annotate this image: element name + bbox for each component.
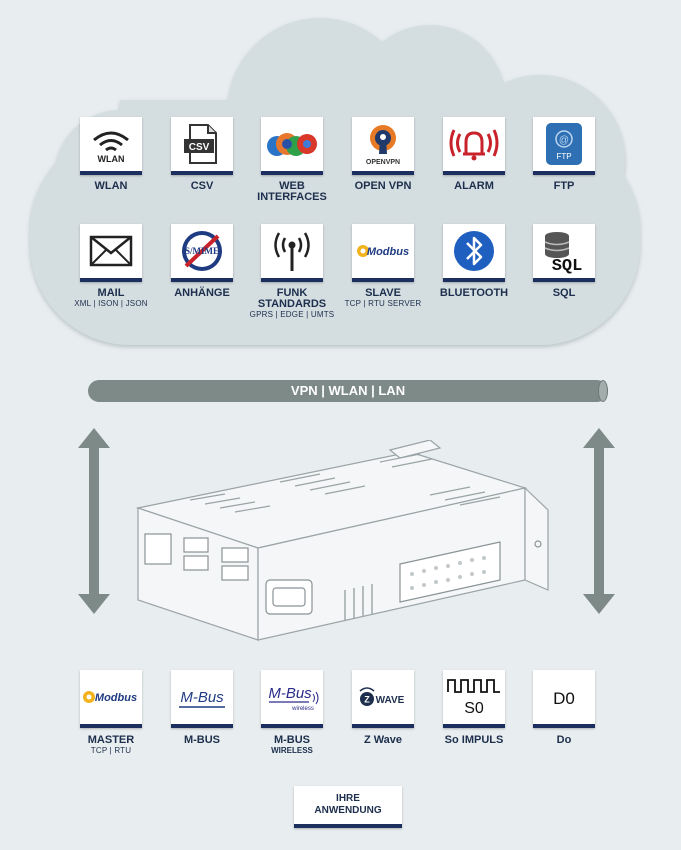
svg-text:WAVE: WAVE bbox=[376, 695, 405, 706]
right-double-arrow-icon bbox=[583, 428, 615, 614]
network-bar: VPN | WLAN | LAN bbox=[88, 380, 608, 402]
zwave-icon: Z WAVE bbox=[359, 687, 405, 706]
s0-impuls-label: So IMPULS bbox=[444, 734, 504, 746]
slave-sublabel: TCP | RTU SERVER bbox=[344, 299, 422, 308]
zwave-tile: Z WAVE bbox=[352, 670, 414, 728]
svg-text:FTP: FTP bbox=[556, 152, 571, 161]
mbus-wireless-tile: M-Bus wireless bbox=[261, 670, 323, 728]
svg-text:D0: D0 bbox=[553, 689, 575, 708]
svg-text:S0: S0 bbox=[464, 700, 484, 717]
alarm-label: ALARM bbox=[454, 180, 494, 192]
mail-tile bbox=[80, 224, 142, 282]
wlan-label: WLAN bbox=[94, 180, 128, 192]
modbus-icon: Modbus bbox=[83, 691, 137, 704]
svg-text:SQL: SQL bbox=[552, 257, 583, 274]
svg-text:Z: Z bbox=[364, 695, 370, 705]
web-browsers-icon bbox=[267, 133, 317, 156]
svg-text:WLAN: WLAN bbox=[98, 154, 125, 164]
zwave-label: Z Wave bbox=[363, 734, 403, 746]
d0-icon: D0 bbox=[553, 689, 575, 708]
mbus-tile: M-Bus bbox=[171, 670, 233, 728]
modbus-icon: Modbus bbox=[357, 245, 409, 258]
mbus-icon: M-Bus bbox=[179, 689, 225, 708]
wlan-tile: WLAN bbox=[80, 117, 142, 175]
svg-text:Modbus: Modbus bbox=[367, 246, 409, 258]
funk-sublabel: GPRS | EDGE | UMTS bbox=[249, 310, 335, 319]
modbus-master-tile: Modbus bbox=[80, 670, 142, 728]
wlan-icon: WLAN bbox=[93, 131, 129, 164]
left-double-arrow-icon bbox=[78, 428, 110, 614]
anhaenge-tile: S/MIME bbox=[171, 224, 233, 282]
application-line1: IHRE bbox=[336, 793, 360, 804]
s0-impuls-tile: S0 bbox=[443, 670, 505, 728]
openvpn-tile: OPENVPN bbox=[352, 117, 414, 175]
csv-file-icon: CSV bbox=[184, 124, 217, 164]
svg-text:CSV: CSV bbox=[189, 142, 210, 153]
bluetooth-tile bbox=[443, 224, 505, 282]
pipe-end-cap bbox=[598, 380, 608, 402]
anhaenge-label: ANHÄNGE bbox=[174, 287, 230, 299]
ftp-icon: @ FTP bbox=[546, 123, 582, 165]
svg-text:wireless: wireless bbox=[291, 706, 314, 712]
funk-tile bbox=[261, 224, 323, 282]
svg-text:OPENVPN: OPENVPN bbox=[366, 159, 400, 166]
mbus-wireless-sublabel: WIRELESS bbox=[271, 746, 313, 755]
alarm-bell-icon bbox=[449, 129, 499, 161]
openvpn-icon: OPENVPN bbox=[366, 125, 400, 166]
network-bar-label: VPN | WLAN | LAN bbox=[290, 383, 406, 398]
d0-label: Do bbox=[556, 734, 572, 746]
ftp-label: FTP bbox=[553, 180, 575, 192]
master-sublabel: TCP | RTU bbox=[90, 746, 132, 755]
application-box: IHRE ANWENDUNG bbox=[294, 786, 402, 828]
ftp-tile: @ FTP bbox=[533, 117, 595, 175]
sql-database-icon: SQL bbox=[544, 232, 583, 274]
csv-tile: CSV bbox=[171, 117, 233, 175]
bluetooth-icon bbox=[454, 231, 494, 271]
sql-label: SQL bbox=[552, 287, 576, 299]
smime-icon: S/MIME bbox=[182, 231, 222, 271]
alarm-tile bbox=[443, 117, 505, 175]
mbus-label: M-BUS bbox=[183, 734, 221, 746]
openvpn-label: OPEN VPN bbox=[354, 180, 412, 192]
application-line2: ANWENDUNG bbox=[314, 805, 382, 816]
svg-text:Modbus: Modbus bbox=[95, 692, 137, 704]
sql-tile: SQL bbox=[533, 224, 595, 282]
svg-text:M-Bus: M-Bus bbox=[180, 689, 224, 706]
d0-tile: D0 bbox=[533, 670, 595, 728]
svg-text:S/MIME: S/MIME bbox=[185, 246, 219, 256]
web-tile bbox=[261, 117, 323, 175]
svg-text:M-Bus: M-Bus bbox=[268, 685, 312, 702]
bluetooth-label: BLUETOOTH bbox=[439, 287, 509, 299]
s0-impulse-icon: S0 bbox=[447, 679, 500, 717]
mail-sublabel: XML | ISON | JSON bbox=[74, 299, 148, 308]
mbus-wireless-icon: M-Bus wireless bbox=[268, 685, 319, 712]
csv-label: CSV bbox=[190, 180, 214, 192]
slave-tile: Modbus bbox=[352, 224, 414, 282]
radio-antenna-icon bbox=[274, 232, 310, 271]
svg-text:@: @ bbox=[559, 135, 569, 146]
mail-envelope-icon bbox=[89, 235, 133, 267]
gateway-device-icon bbox=[135, 440, 549, 641]
